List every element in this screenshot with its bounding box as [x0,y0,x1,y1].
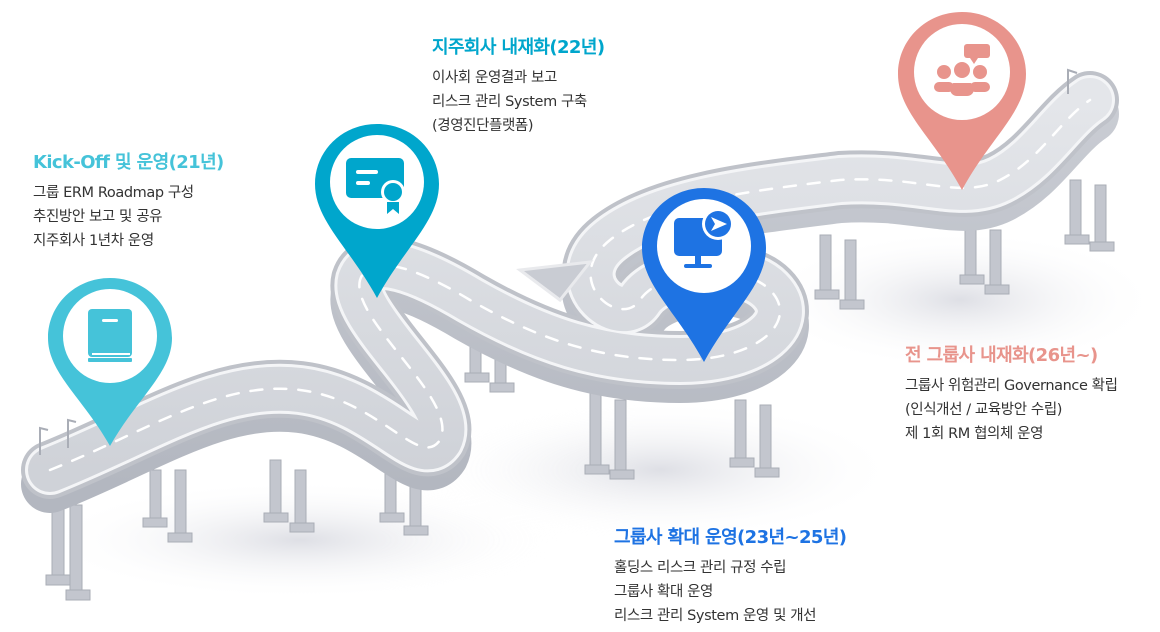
milestone-pin-kickoff[interactable] [48,278,172,448]
monitor-send-icon [674,208,734,268]
milestone-item: 리스크 관리 System 운영 및 개선 [614,608,817,624]
road-island [516,260,594,303]
milestone-item: 홀딩스 리스크 관리 규정 수립 [614,560,787,576]
milestone-item: 추진방안 보고 및 공유 [33,209,163,225]
milestone-title: 전 그룹사 내재화(26년~) [905,345,1098,366]
milestone-all-group-internalization: 전 그룹사 내재화(26년~) 그룹사 위험관리 Governance 확립 (… [905,344,1118,446]
milestone-item: 그룹사 위험관리 Governance 확립 [905,378,1118,394]
milestone-item: 그룹사 확대 운영 [614,584,713,600]
milestone-item: 지주회사 1년차 운영 [33,233,154,249]
lamp-posts [39,68,1078,455]
milestone-kickoff: Kick-Off 및 운영(21년) 그룹 ERM Roadmap 구성 추진방… [33,151,224,253]
milestone-item: 그룹 ERM Roadmap 구성 [33,185,194,201]
milestone-pin-holding-internalization[interactable] [315,124,439,300]
milestone-item: (경영진단플랫폼) [432,118,534,134]
ground-shadows [40,230,1160,600]
road-deck [21,71,1119,499]
milestone-item: (인식개선 / 교육방안 수립) [905,402,1063,418]
group-discussion-icon [934,44,990,96]
milestone-title: 지주회사 내재화(22년) [432,37,605,58]
book-icon [88,309,132,362]
milestone-title: Kick-Off 및 운영(21년) [33,152,224,173]
certificate-icon [346,158,405,214]
milestone-item: 제 1회 RM 협의체 운영 [905,426,1044,442]
milestone-title: 그룹사 확대 운영(23년~25년) [614,527,847,548]
bridge-pillars [45,179,1115,601]
milestone-pin-all-group-internalization[interactable] [898,12,1026,192]
milestone-item: 이사회 운영결과 보고 [432,70,557,86]
milestone-holding-internalization: 지주회사 내재화(22년) 이사회 운영결과 보고 리스크 관리 System … [432,36,605,138]
milestone-item: 리스크 관리 System 구축 [432,94,587,110]
milestone-group-expansion: 그룹사 확대 운영(23년~25년) 홀딩스 리스크 관리 규정 수립 그룹사 … [614,526,847,628]
milestone-pin-group-expansion[interactable] [642,188,766,364]
